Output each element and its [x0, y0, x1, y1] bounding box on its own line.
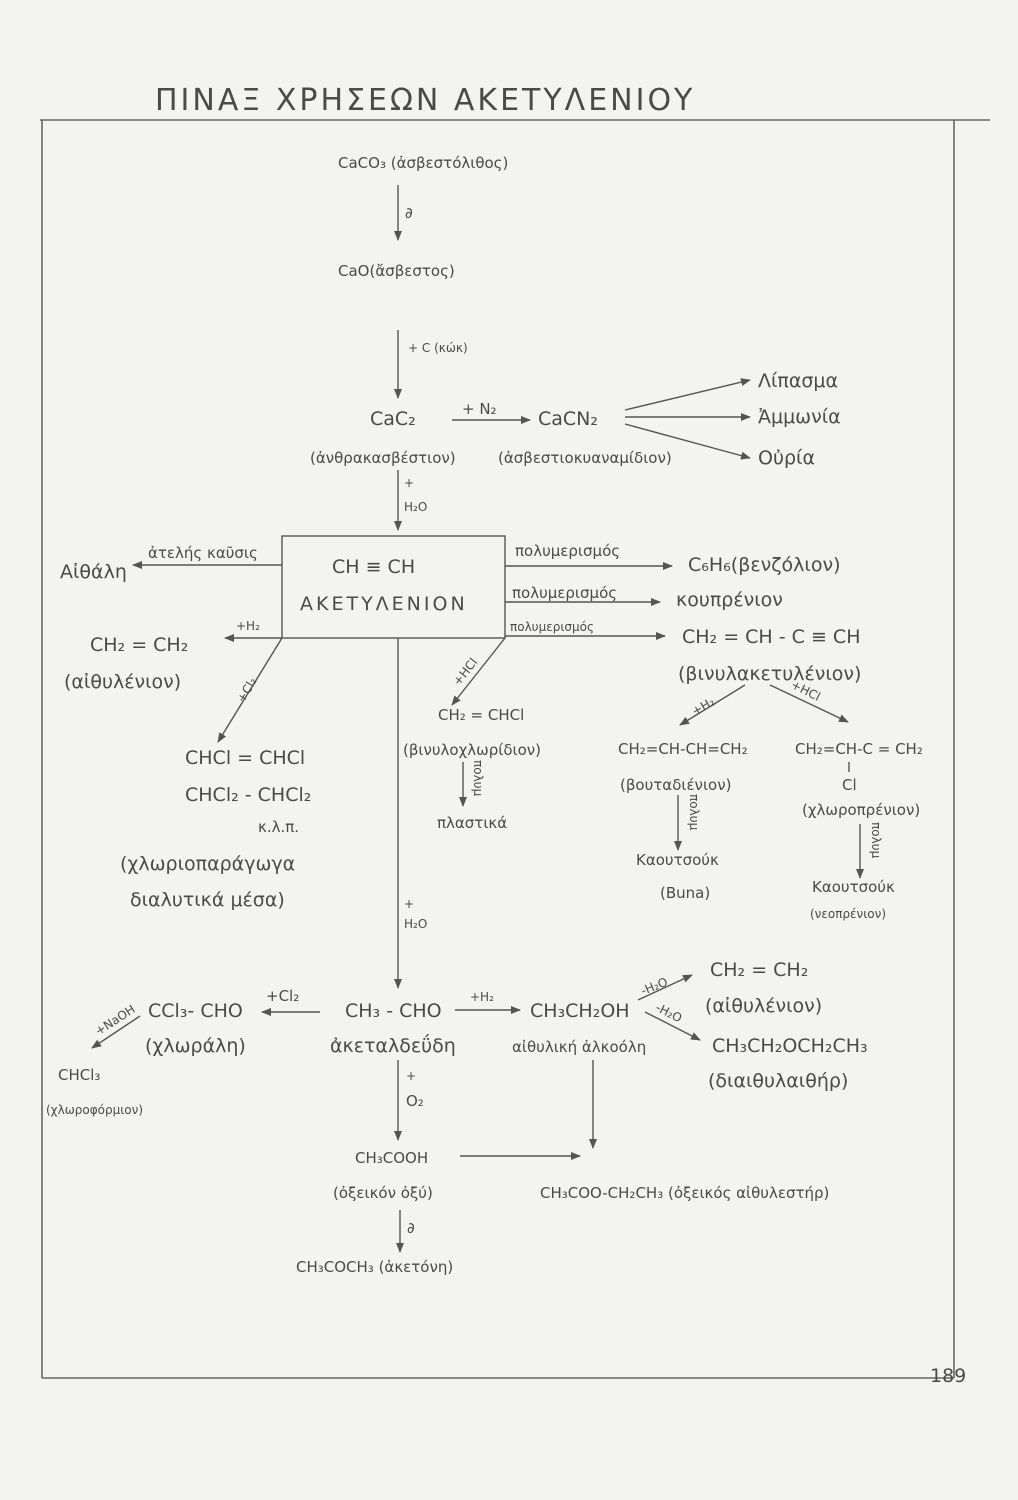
label-plus-2: + [404, 897, 414, 911]
node-chloral: CCl₃- CHO [148, 1000, 243, 1022]
node-acetaldehyde-name: ἀκεταλδεΰδη [330, 1032, 456, 1057]
label-h2o-1: H₂O [404, 500, 427, 514]
label-plus-hcl-a: +HCl [450, 655, 480, 688]
node-ethylene-2-name: (αἰθυλένιον) [705, 995, 822, 1017]
node-urea: Οὐρία [758, 447, 815, 469]
node-benzene: C₆H₆(βενζόλιον) [688, 554, 841, 576]
arrow-to-vinyl-chloride [451, 637, 506, 706]
label-polymerization-2: πολυμερισμός [512, 584, 617, 602]
label-h2o-2: H₂O [404, 917, 427, 931]
node-soot: Αἰθάλη [60, 561, 127, 583]
label-incomplete-combustion: ἀτελής καῦσις [148, 544, 258, 562]
arrow-to-fertilizer [624, 378, 751, 411]
node-butadiene: CH₂=CH-CH=CH₂ [618, 740, 748, 758]
arrow-to-urea [624, 423, 751, 460]
node-ethyl-acetate: CH₃COO-CH₂CH₃ (ὀξεικός αἰθυλεστήρ) [540, 1184, 829, 1202]
label-heat-2: ∂ [407, 1219, 415, 1237]
label-plus-h2-a: +H₂ [236, 619, 260, 633]
arrow-to-ethylene-2 [637, 974, 693, 1001]
arrow-to-chloro [217, 637, 283, 743]
node-ethylene-1-name: (αἰθυλένιον) [64, 671, 181, 693]
node-rubber-neoprene: Καουτσούκ [812, 878, 895, 896]
label-polymerization-3: πολυμερισμός [510, 620, 594, 634]
label-polym-1: πολυμ [687, 794, 701, 831]
label-polymerization-1: πολυμερισμός [515, 542, 620, 560]
arrow-to-chloroform [91, 1015, 141, 1049]
acetylene-box [281, 535, 506, 639]
arrow-to-ether [644, 1011, 701, 1041]
label-plus-h2-b: +H₂ [689, 694, 717, 718]
acetylene-formula: CH ≡ CH [332, 556, 415, 578]
node-buna: (Buna) [660, 884, 710, 902]
node-vinylacetylene-name: (βινυλακετυλένιον) [678, 663, 861, 685]
node-ethanol: CH₃CH₂OH [530, 1000, 630, 1022]
node-acetic-acid-name: (ὀξεικόν ὀξύ) [333, 1184, 433, 1202]
node-cacn2: CaCN₂ [538, 408, 598, 430]
label-heat-1: ∂ [405, 204, 413, 222]
node-ethylene-1: CH₂ = CH₂ [90, 634, 188, 656]
label-minus-h2o-2: -H₂O [653, 1000, 684, 1025]
node-ether-name: (διαιθυλαιθήρ) [708, 1070, 848, 1092]
node-vinylacetylene: CH₂ = CH - C ≡ CH [682, 626, 860, 648]
node-cuprene: κουπρένιον [676, 589, 783, 611]
label-plus-h2-c: +H₂ [470, 990, 494, 1004]
node-chloroprene-name: (χλωροπρένιον) [802, 801, 920, 819]
node-acetaldehyde: CH₃ - CHO [345, 1000, 442, 1022]
label-plus-coke: + C (κώκ) [408, 341, 468, 355]
node-chloroprene: CH₂=CH-C = CH₂ [795, 740, 923, 758]
arrow-to-butadiene [679, 684, 746, 726]
node-chloroprene-cl: Cl [842, 776, 857, 794]
node-chloro-derivatives: (χλωριοπαράγωγα [120, 853, 295, 875]
node-etc: κ.λ.π. [258, 818, 299, 836]
label-polym-2: πολυμ [869, 822, 883, 859]
node-ethanol-name: αἰθυλική ἀλκοόλη [512, 1038, 646, 1056]
node-acetone: CH₃COCH₃ (ἀκετόνη) [296, 1258, 453, 1276]
chart-title: ΠΙΝΑΞ ΧΡΗΣΕΩΝ ΑΚΕΤΥΛΕΝΙΟΥ [155, 83, 695, 118]
node-cac2-name: (ἀνθρακασβέστιον) [310, 449, 456, 467]
label-plus-cl2-b: +Cl₂ [266, 987, 299, 1005]
label-plus-3: + [406, 1069, 416, 1083]
node-dichloroethylene: CHCl = CHCl [185, 747, 305, 769]
node-vinyl-chloride: CH₂ = CHCl [438, 706, 524, 724]
node-ammonia: Ἀμμωνία [758, 406, 841, 428]
acetylene-name: ΑΚΕΤΥΛΕΝΙΟΝ [300, 593, 468, 615]
node-ethylene-2: CH₂ = CH₂ [710, 959, 808, 981]
node-vinyl-chloride-name: (βινυλοχλωρίδιον) [403, 741, 541, 759]
node-solvents: διαλυτικά μέσα) [130, 889, 285, 911]
label-o2: O₂ [406, 1092, 424, 1110]
node-butadiene-name: (βουταδιένιον) [620, 776, 731, 794]
node-caco3: CaCO₃ (ἀσβεστόλιθος) [338, 154, 508, 172]
node-chloroform-name: (χλωροφόρμιον) [46, 1103, 143, 1117]
node-cacn2-name: (ἀσβεστιοκυαναμίδιον) [498, 449, 672, 467]
node-chloroform: CHCl₃ [58, 1066, 100, 1084]
node-chloral-name: (χλωράλη) [145, 1035, 246, 1057]
node-cao: CaO(ἄσβεστος) [338, 262, 455, 280]
label-plus-1: + [404, 476, 414, 490]
node-acetic-acid: CH₃COOH [355, 1149, 428, 1167]
node-plastics: πλαστικά [437, 814, 507, 832]
label-plus-n2: + N₂ [462, 400, 497, 418]
node-cac2: CaC₂ [370, 408, 416, 430]
arrow-to-chloroprene [769, 684, 849, 723]
node-tetrachloroethane: CHCl₂ - CHCl₂ [185, 784, 311, 806]
node-ether: CH₃CH₂OCH₂CH₃ [712, 1035, 868, 1057]
page-number: 189 [930, 1365, 966, 1387]
node-neoprene: (νεοπρένιον) [810, 907, 886, 921]
node-fertilizer: Λίπασμα [758, 370, 838, 392]
node-rubber-buna: Καουτσούκ [636, 851, 719, 869]
label-minus-h2o-1: -H₂O [639, 975, 670, 998]
label-polym-3: πολυμ [471, 760, 485, 797]
